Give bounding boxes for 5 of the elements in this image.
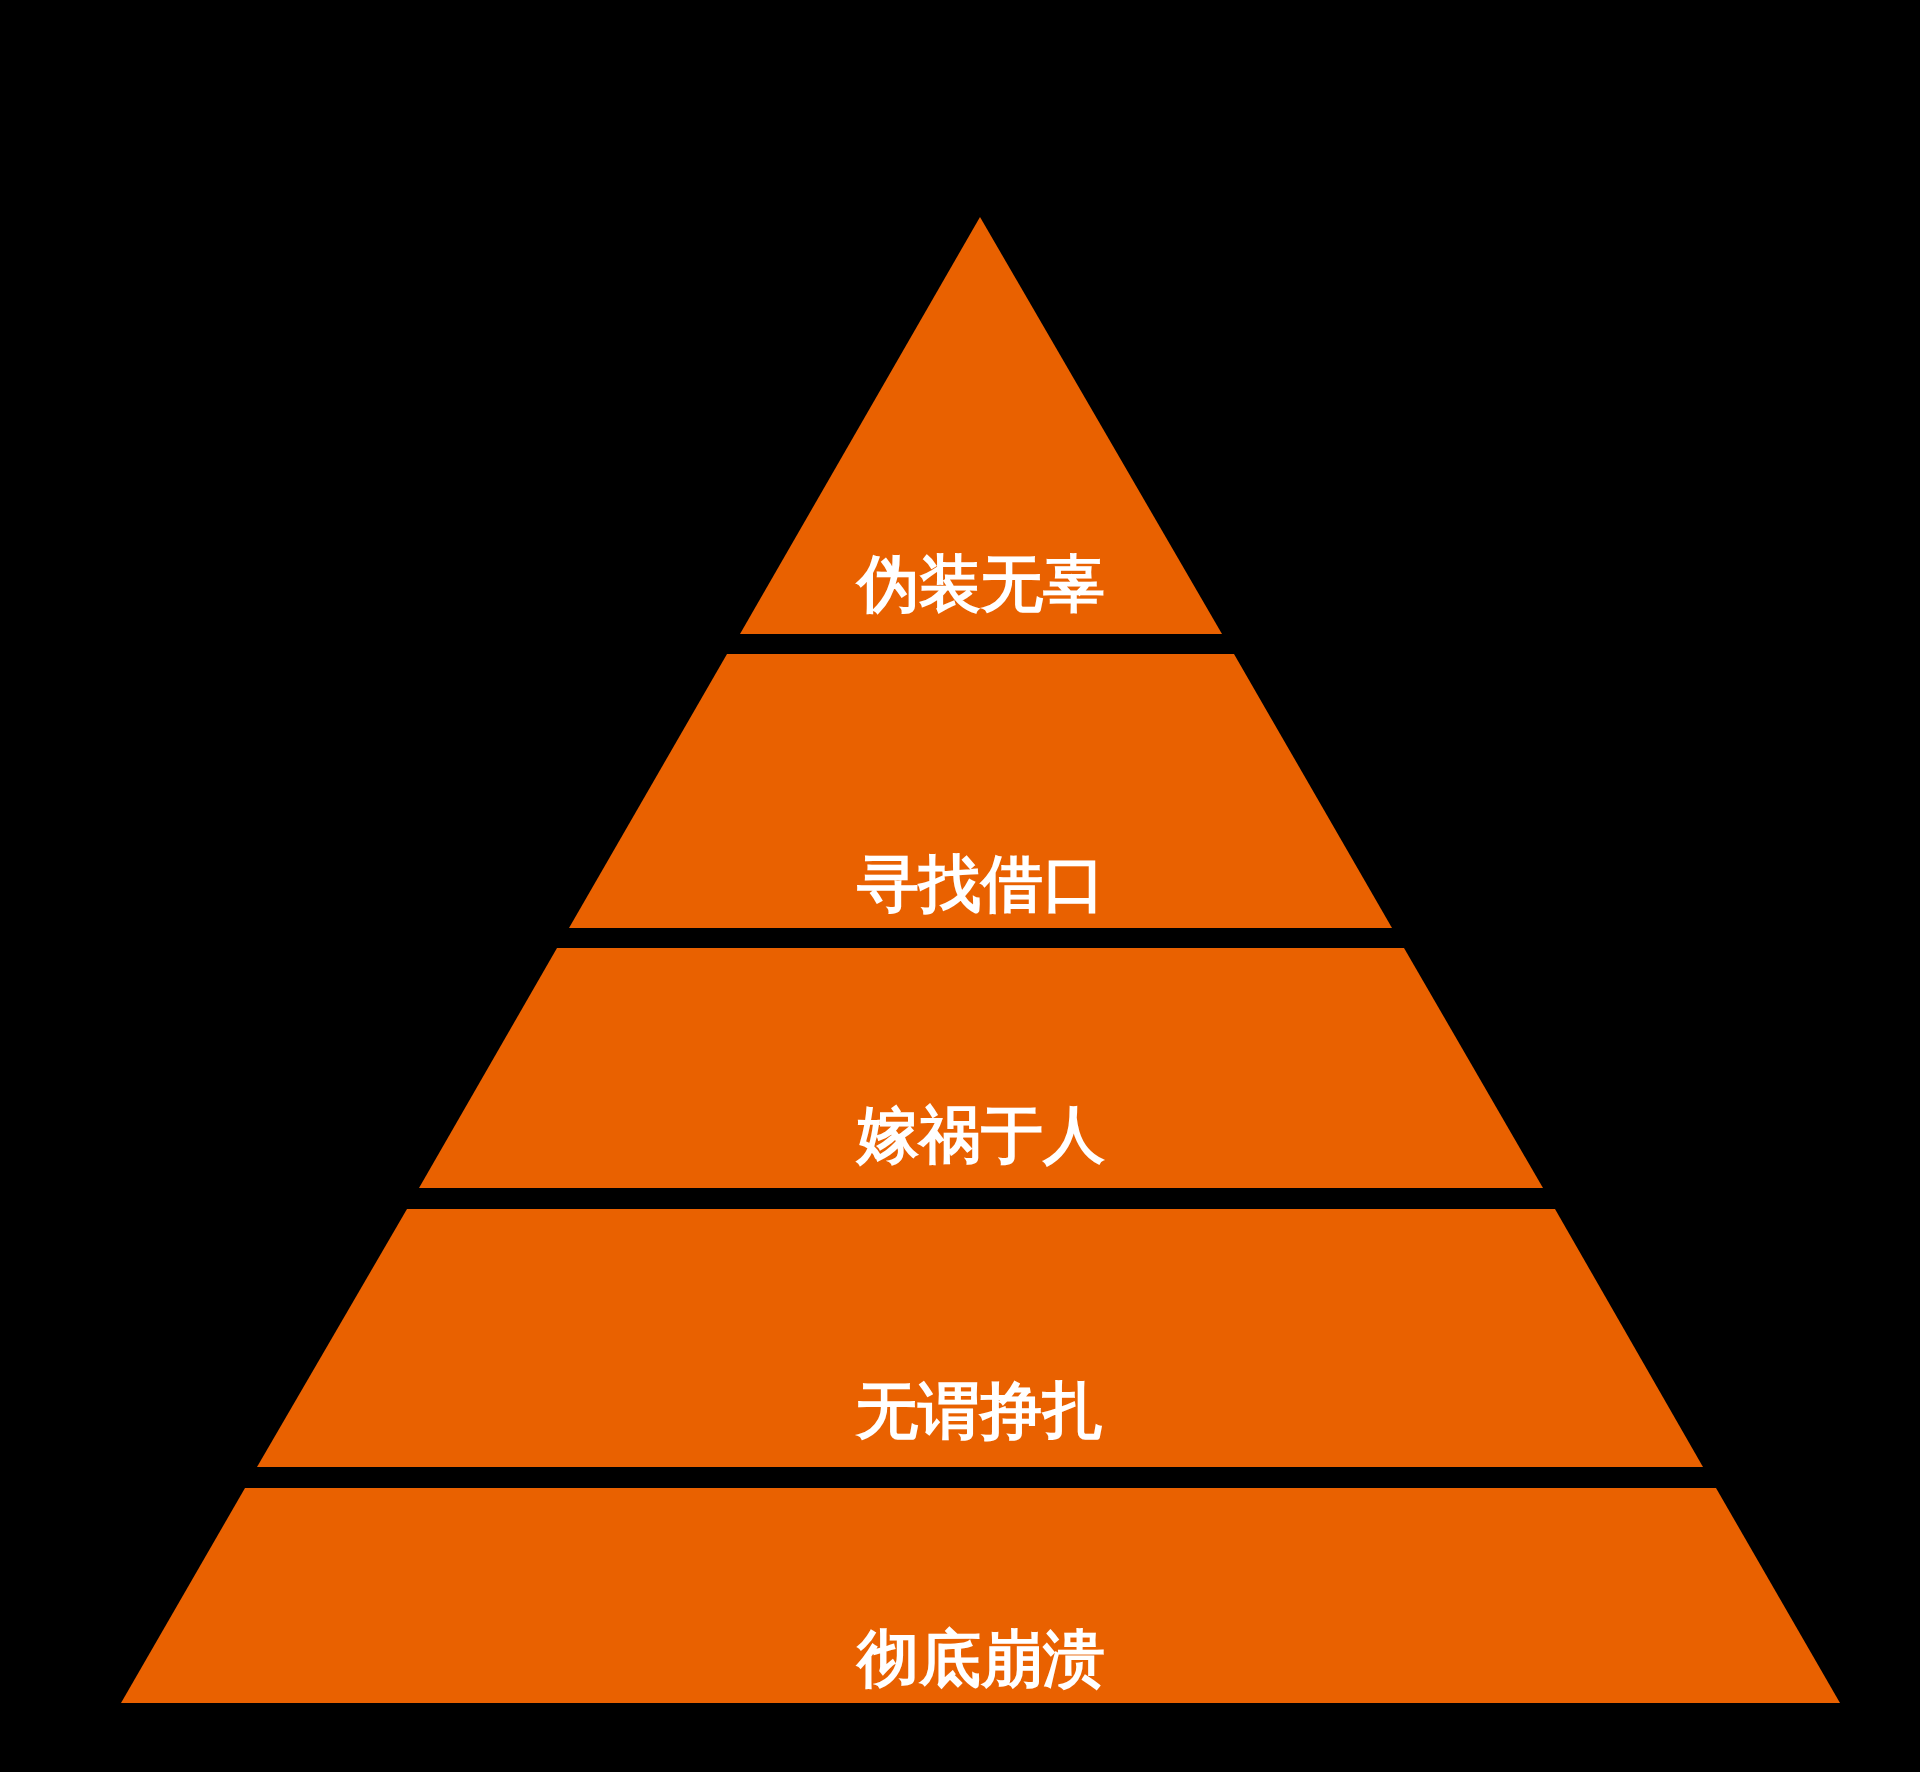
layer-label: 伪装无辜 <box>857 553 1105 615</box>
layer-label: 无谓挣扎 <box>856 1380 1104 1442</box>
layer-label: 寻找借口 <box>856 853 1105 915</box>
layer-label: 嫁祸于人 <box>857 1104 1105 1166</box>
layer-label: 彻底崩溃 <box>856 1628 1105 1690</box>
